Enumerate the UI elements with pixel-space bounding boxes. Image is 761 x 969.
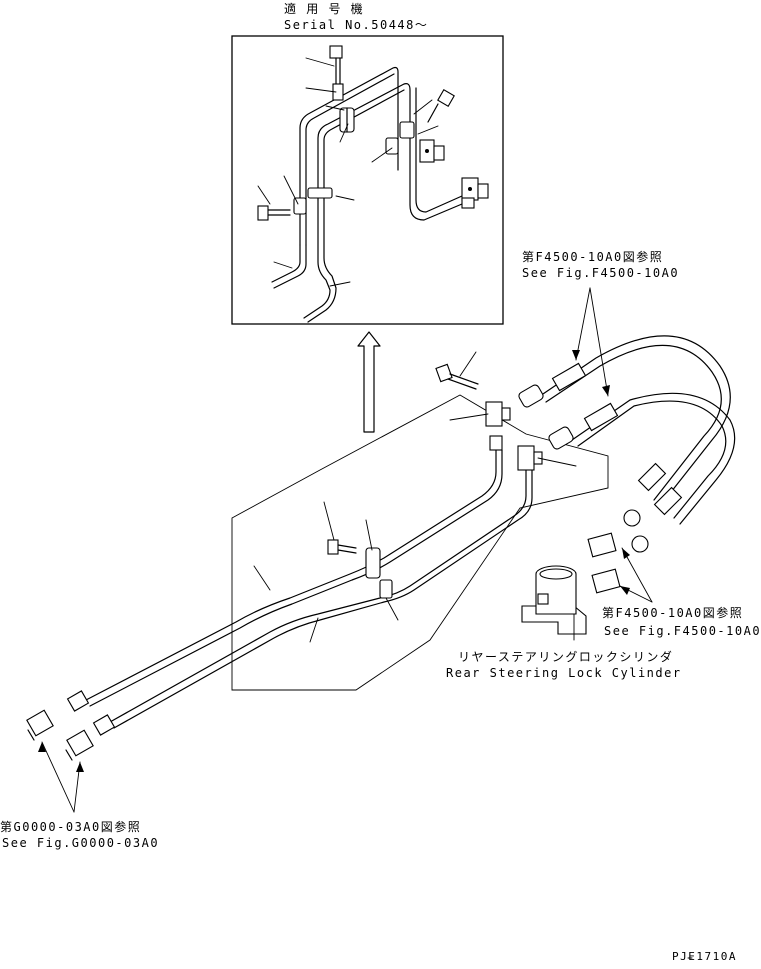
cylinder-label-jp: リヤーステアリングロックシリンダ xyxy=(458,650,674,664)
rear-steering-lock-cylinder xyxy=(521,565,587,641)
inset-leaders xyxy=(257,57,439,287)
main-clamp-1 xyxy=(327,539,381,579)
ref-mid-en: See Fig.F4500-10A0 xyxy=(604,624,761,638)
detail-boundary xyxy=(231,394,609,691)
inset-frame xyxy=(231,35,504,325)
right-hose-upper xyxy=(518,335,731,507)
inset-clamp-3 xyxy=(293,137,399,215)
ref-mid-jp: 第F4500-10A0図参照 xyxy=(602,606,744,620)
top-ref-arrows xyxy=(572,287,610,397)
ref-left-jp: 第G0000-03A0図参照 xyxy=(0,820,142,834)
inset-bolt-top xyxy=(329,45,344,101)
main-pipe-lower xyxy=(109,469,533,729)
left-connectors xyxy=(26,690,116,761)
inset-title-jp: 適 用 号 機 xyxy=(284,2,365,16)
main-pipe-upper xyxy=(85,449,503,707)
inset-bolt-right xyxy=(427,89,455,123)
main-leaders xyxy=(253,351,577,643)
ref-top-jp: 第F4500-10A0図参照 xyxy=(522,250,664,264)
inset-pipe-left xyxy=(271,66,399,289)
detail-arrow xyxy=(357,331,381,433)
inset-bolt-left xyxy=(257,205,291,221)
left-ref-arrows xyxy=(38,741,84,813)
inset-serial: Serial No.50448～ xyxy=(284,18,429,32)
inset-pipe-right xyxy=(303,83,463,323)
main-block-upper xyxy=(485,401,511,451)
ref-left-en: See Fig.G0000-03A0 xyxy=(2,836,160,850)
right-hose-ends xyxy=(623,462,683,553)
right-hose-lower xyxy=(548,392,736,525)
ref-top-en: See Fig.F4500-10A0 xyxy=(522,266,680,280)
inset-bracket xyxy=(461,177,489,209)
inset-clamp-2 xyxy=(399,121,445,163)
cylinder-connectors xyxy=(587,532,653,603)
drawing-code: PJE1710A xyxy=(672,950,737,963)
inset-clamp-1 xyxy=(339,107,355,133)
cylinder-label-en: Rear Steering Lock Cylinder xyxy=(446,666,682,680)
main-clamp-2 xyxy=(379,579,393,599)
inset-detail-view xyxy=(231,35,504,325)
main-bolt xyxy=(435,363,479,390)
